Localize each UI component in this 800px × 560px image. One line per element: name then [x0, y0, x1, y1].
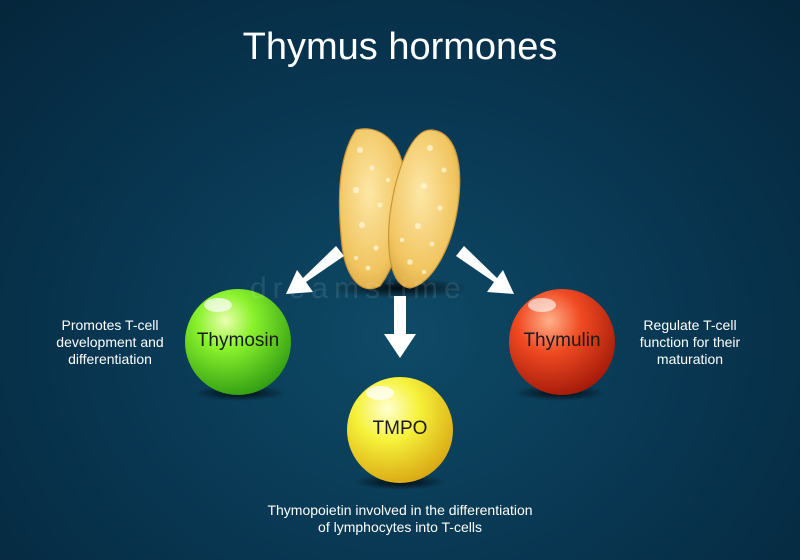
thymulin-ball — [509, 289, 615, 395]
tmpo-description-line: of lymphocytes into T-cells — [318, 519, 482, 535]
thymosin-label: Thymosin — [196, 330, 280, 351]
tmpo-label: TMPO — [372, 418, 428, 439]
arrow-to-tmpo — [384, 296, 416, 358]
thymosin-description-line: development and — [56, 334, 164, 350]
thymus-gland — [330, 128, 470, 298]
thymulin-description-line: Regulate T-cell — [643, 317, 737, 333]
thymosin-ball — [185, 289, 291, 395]
thymulin-label: Thymulin — [523, 330, 601, 351]
arrows — [286, 246, 514, 358]
thymulin-description-line: maturation — [656, 351, 724, 367]
thymosin-description: Promotes T-cell development and differen… — [30, 317, 190, 368]
tmpo-description: Thymopoietin involved in the differentia… — [200, 502, 600, 536]
thymosin-description-line: Promotes T-cell — [61, 317, 159, 333]
diagram-title: Thymus hormones — [242, 26, 558, 68]
tmpo-ball — [347, 377, 453, 483]
tmpo-description-line: Thymopoietin involved in the differentia… — [267, 502, 533, 518]
thymulin-description-line: function for their — [639, 334, 741, 350]
thymulin-description: Regulate T-cell function for their matur… — [610, 317, 770, 368]
watermark-text: dreamstime — [250, 272, 467, 305]
arrow-to-thymosin — [286, 246, 344, 294]
thymus-texture — [352, 145, 447, 275]
thymosin-description-line: differentiation — [68, 351, 152, 367]
arrow-to-thymulin — [456, 246, 514, 294]
